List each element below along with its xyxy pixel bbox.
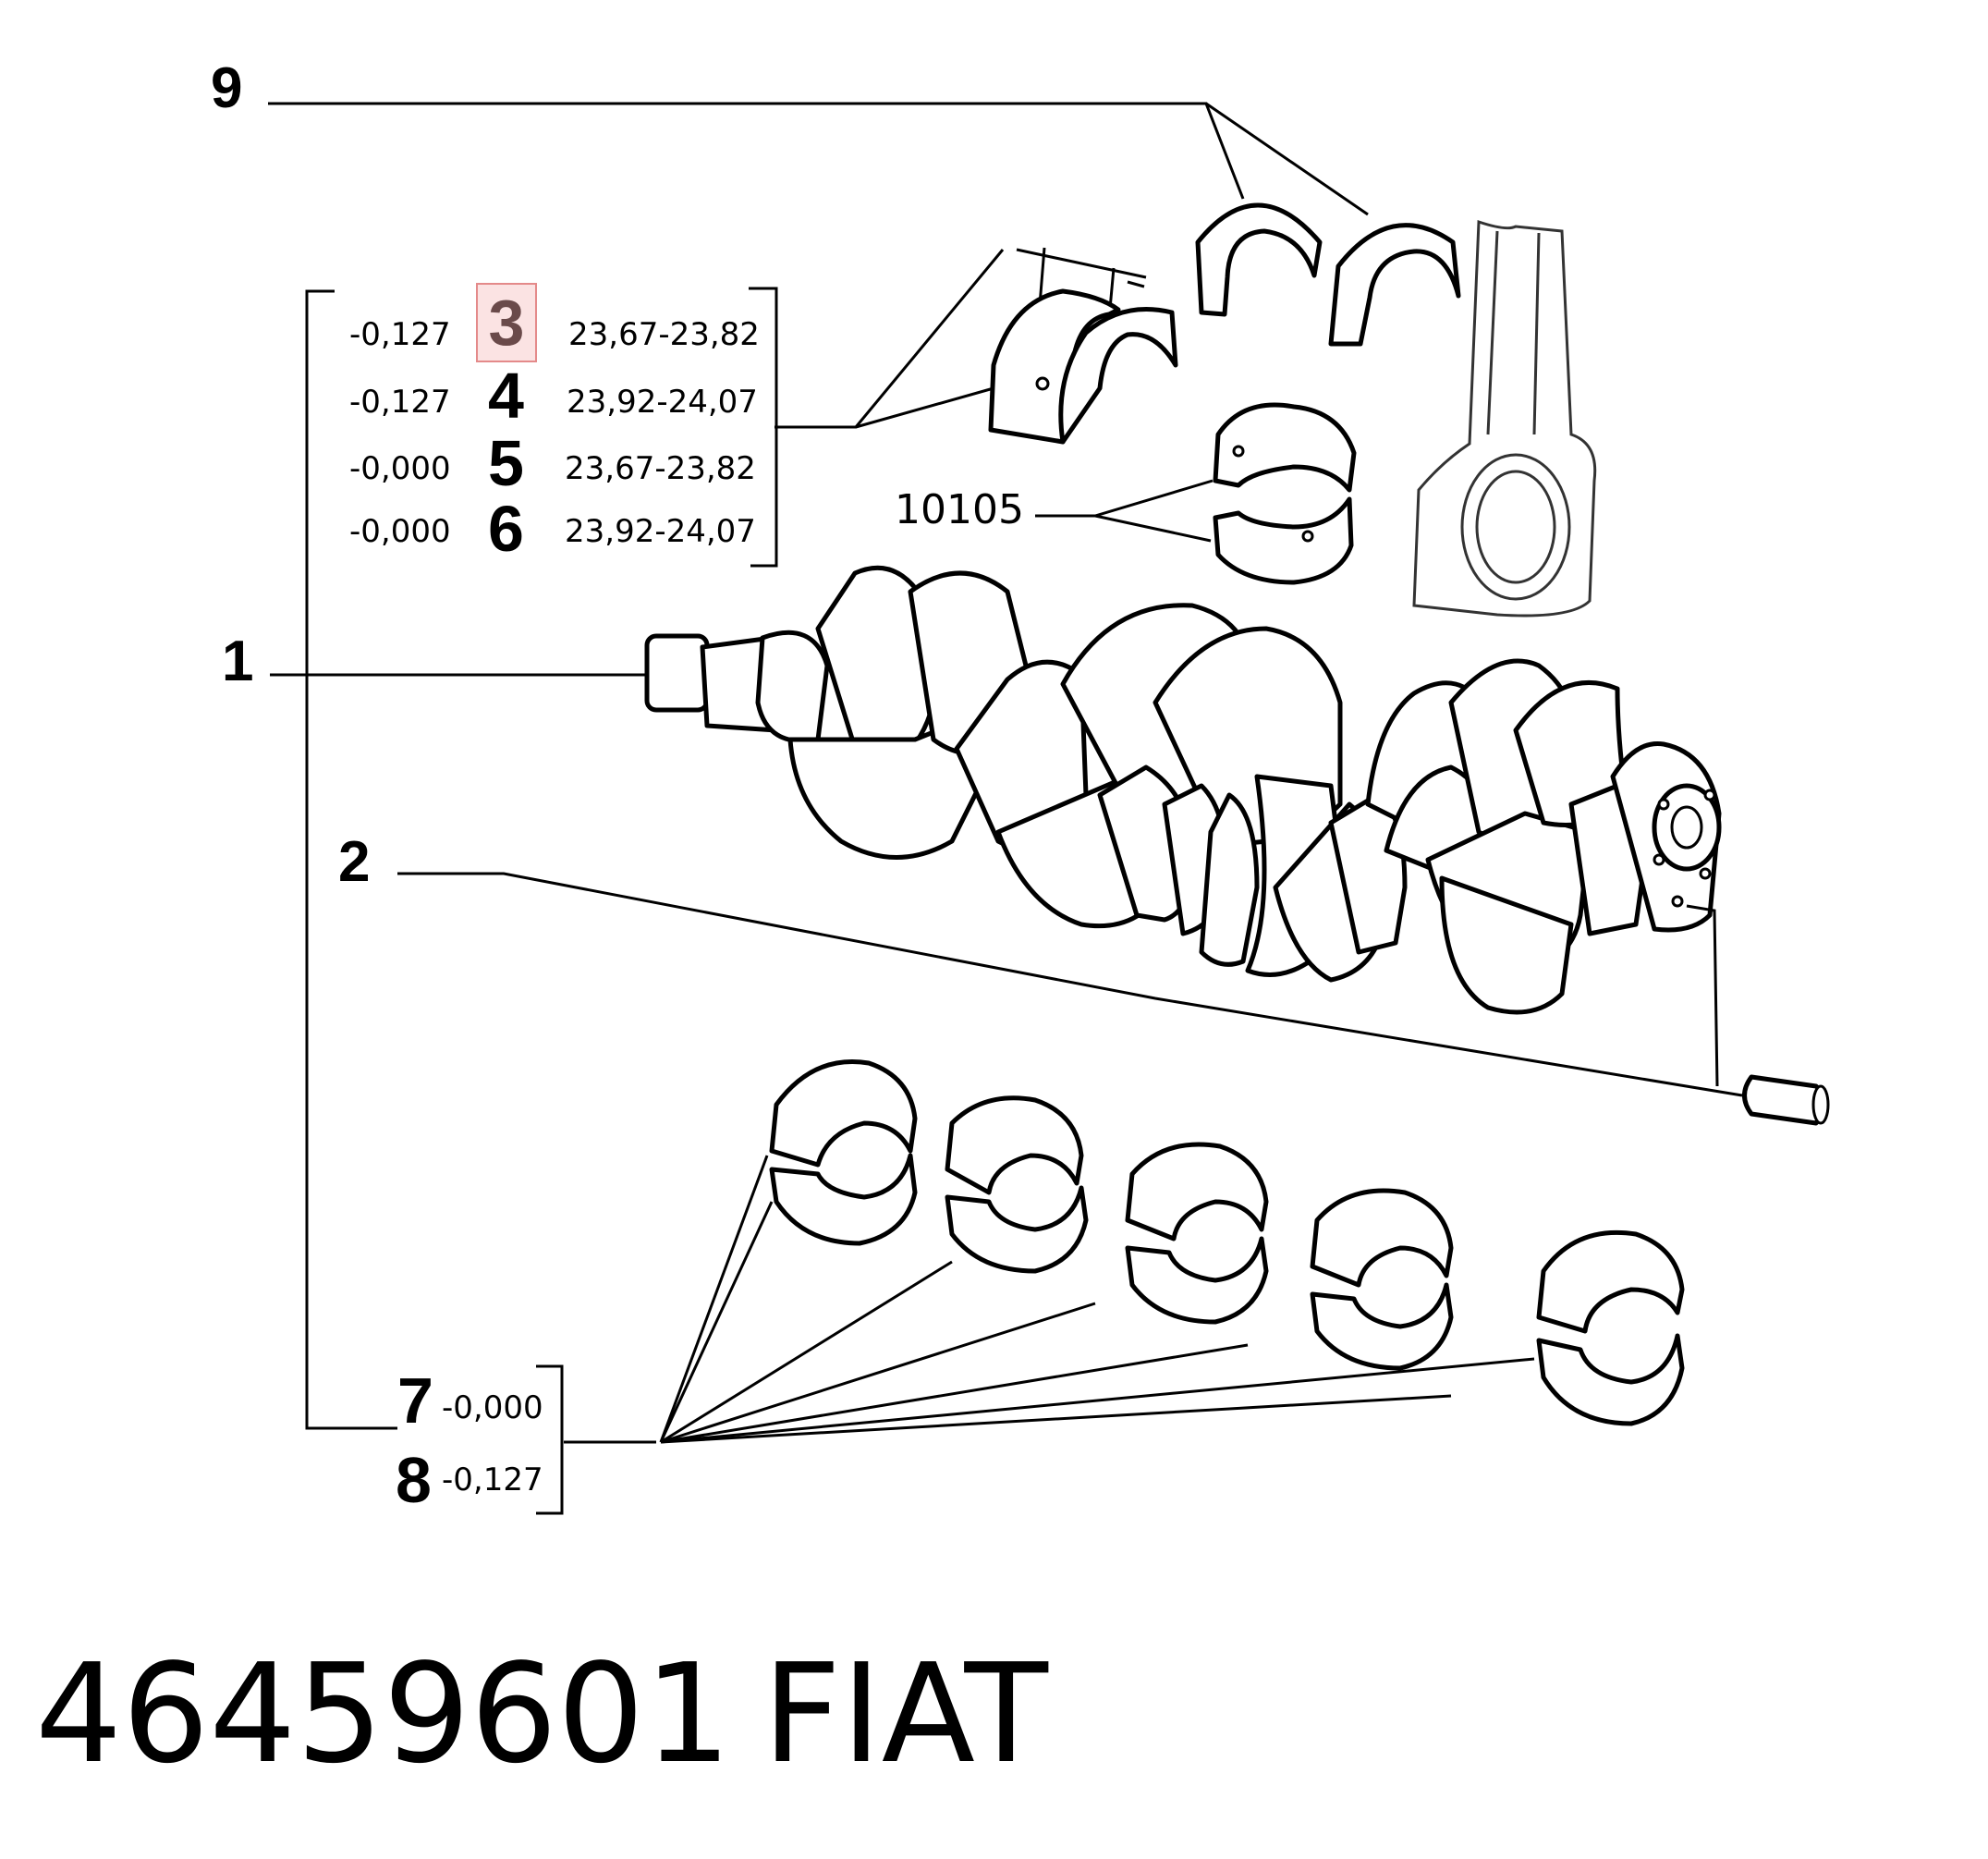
main-bearing-shell-1: [769, 1058, 918, 1246]
row-1-size: -0,127: [349, 316, 451, 353]
callout-2: 2: [338, 830, 371, 894]
bracket-main-table: [536, 1364, 564, 1515]
main-bearing-shell-3: [1125, 1142, 1269, 1325]
thrust-washer-left: [1195, 202, 1323, 317]
main-bearing-shell-2: [945, 1095, 1089, 1274]
rod-bearing-shells: [988, 247, 1178, 445]
row-7-ref: 7: [397, 1364, 433, 1437]
connecting-rod: [1412, 219, 1597, 618]
dowel-pin: [1742, 1074, 1830, 1126]
row-7-size: -0,000: [442, 1389, 543, 1426]
row-4-size: -0,000: [349, 513, 451, 550]
callout-1: 1: [222, 630, 254, 693]
row-1-range: 23,67-23,82: [568, 316, 760, 353]
crankshaft: [644, 565, 1722, 1015]
main-bearing-shell-5: [1536, 1229, 1685, 1426]
row-1-ref: 3: [488, 287, 525, 359]
thrust-washer-right: [1328, 223, 1461, 347]
callout-9: 9: [211, 56, 243, 120]
highlighted-ref-3[interactable]: 3: [476, 283, 537, 362]
row-2-ref: 4: [488, 360, 524, 432]
row-3-range: 23,67-23,82: [565, 450, 756, 487]
main-bearing-shell-4: [1310, 1188, 1454, 1371]
bracket-rod-table: [749, 287, 778, 568]
part-number: 46459601: [35, 1634, 732, 1793]
row-4-range: 23,92-24,07: [565, 513, 756, 550]
row-3-size: -0,000: [349, 450, 451, 487]
leader-main-shells: [564, 1155, 1535, 1444]
bracket-main: [270, 289, 647, 1430]
leader-9: [268, 102, 1369, 216]
row-8-ref: 8: [396, 1444, 432, 1516]
leader-rod-shells: [774, 249, 1005, 429]
row-2-range: 23,92-24,07: [567, 384, 758, 421]
row-3-ref: 5: [488, 427, 524, 499]
brand-name: FIAT: [762, 1634, 1048, 1793]
row-2-size: -0,127: [349, 384, 451, 421]
leader-10105: [1035, 479, 1214, 543]
leader-2: [397, 872, 1743, 1097]
row-8-size: -0,127: [442, 1462, 543, 1498]
callout-10105: 10105: [895, 486, 1024, 533]
bearing-set-10105: [1213, 402, 1357, 585]
row-4-ref: 6: [488, 493, 524, 565]
